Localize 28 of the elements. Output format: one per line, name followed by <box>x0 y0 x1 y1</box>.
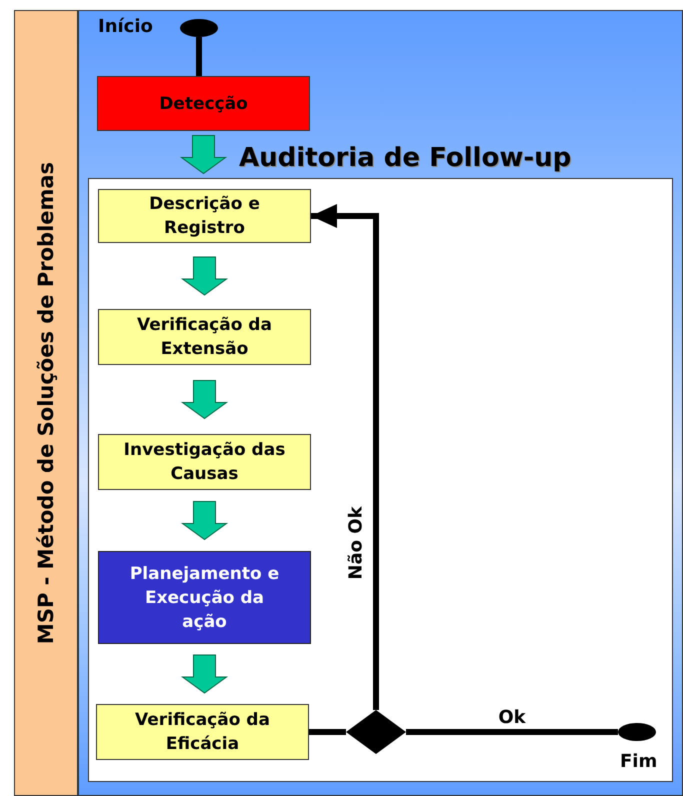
side-band <box>14 10 78 796</box>
process-box <box>98 309 311 365</box>
arrow <box>311 204 379 710</box>
step-label: Verificação da Extensão <box>136 314 273 361</box>
connector-line <box>406 729 618 735</box>
connector-line <box>196 37 202 76</box>
process-box <box>98 551 311 644</box>
block-arrow <box>180 501 228 540</box>
terminal-label: Fim <box>620 751 658 772</box>
connector-line <box>309 729 346 735</box>
block-arrow <box>180 256 228 296</box>
process-box <box>98 189 311 243</box>
edge-label: Não Ok <box>346 506 366 580</box>
panel-title: Auditoria de Follow-up <box>239 143 572 173</box>
step-label: Investigação das Causas <box>122 439 286 486</box>
block-arrow <box>180 654 228 694</box>
block-arrow <box>180 380 228 420</box>
process-box <box>98 434 311 490</box>
process-box <box>96 704 309 760</box>
step-label: Verificação da Eficácia <box>134 709 271 756</box>
step-label: Detecção <box>159 92 248 116</box>
side-title: MSP - Método de Soluções de Problemas <box>34 162 58 644</box>
step-label: Descrição e Registro <box>148 193 261 240</box>
terminal-label: Início <box>98 16 153 37</box>
edge-label: Ok <box>498 707 526 728</box>
step-label: Planejamento e Execução da ação <box>128 562 280 634</box>
block-arrow <box>180 135 228 174</box>
process-box <box>97 76 310 131</box>
